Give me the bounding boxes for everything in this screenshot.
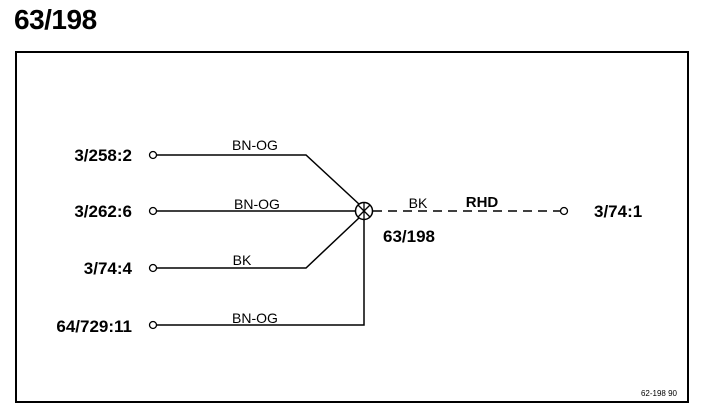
diagram-frame bbox=[15, 51, 689, 403]
wire-color-label: BK bbox=[409, 195, 428, 211]
connector-label-3-262-6: 3/262:6 bbox=[74, 202, 132, 221]
terminal-pin bbox=[148, 206, 158, 216]
connector-label-3-258-2: 3/258:2 bbox=[74, 146, 132, 165]
wire-bn-og-3 bbox=[157, 219, 365, 326]
wire-color-label: BN-OG bbox=[232, 137, 278, 153]
splice-label: 63/198 bbox=[383, 227, 435, 246]
wire-color-label: BN-OG bbox=[232, 310, 278, 326]
terminal-pin bbox=[559, 206, 569, 216]
connector-label-3-74-1: 3/74:1 bbox=[594, 202, 642, 221]
terminal-pin bbox=[148, 320, 158, 330]
wire-bk bbox=[157, 216, 361, 269]
figure-reference: 62-198 90 bbox=[641, 389, 678, 398]
terminal-pin bbox=[148, 263, 158, 273]
page-title: 63/198 bbox=[14, 4, 97, 35]
wire-color-label: BN-OG bbox=[234, 196, 280, 212]
wire-bn-og-1 bbox=[157, 154, 361, 206]
connector-label-64-729-11: 64/729:11 bbox=[56, 317, 132, 336]
variant-note: RHD bbox=[466, 194, 499, 211]
wire-color-label: BK bbox=[233, 252, 252, 268]
connector-label-3-74-4: 3/74:4 bbox=[84, 259, 133, 278]
splice-icon bbox=[354, 201, 374, 221]
terminal-pin bbox=[148, 150, 158, 160]
